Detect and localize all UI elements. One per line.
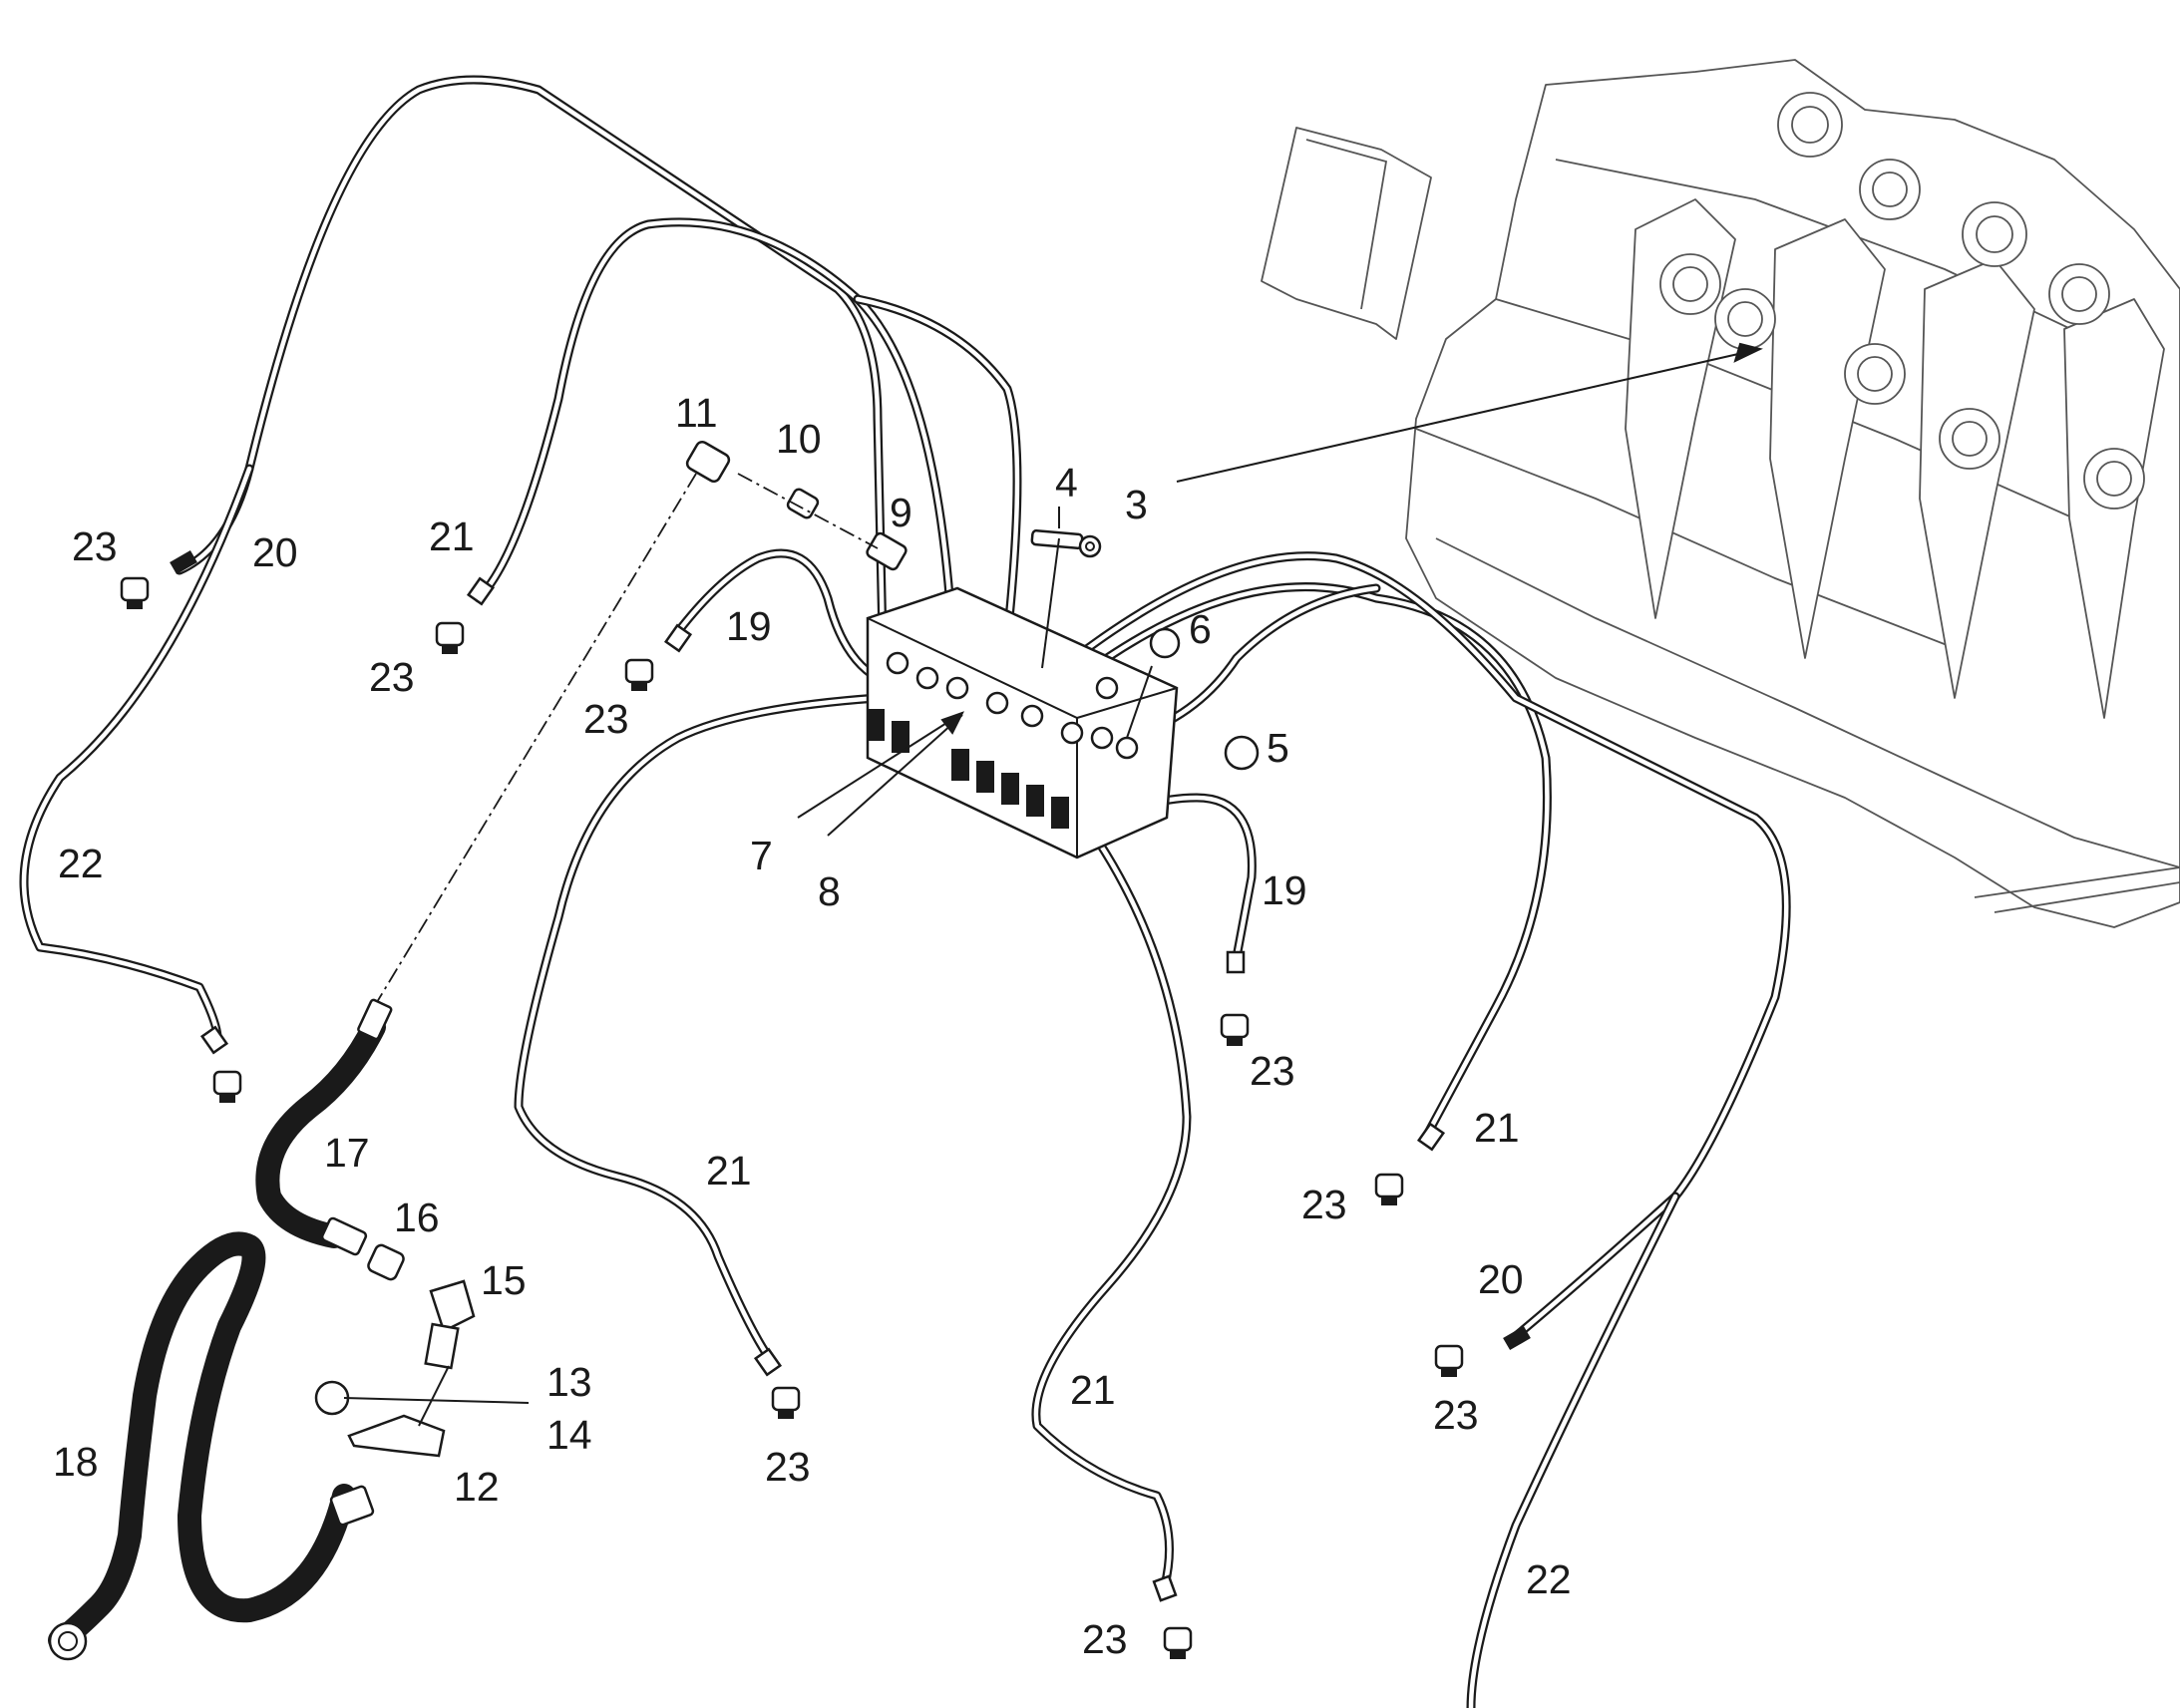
hose-18: [48, 1231, 356, 1652]
label-21-lower-center: 21: [1070, 1367, 1116, 1413]
leader-3: [1176, 348, 1761, 483]
grease-nipple-23f: [1374, 1173, 1404, 1205]
label-21-right: 21: [1474, 1105, 1520, 1151]
line-21-right: [1102, 582, 1552, 1142]
label-5: 5: [1267, 725, 1289, 771]
label-6: 6: [1189, 606, 1212, 652]
label-20-right: 20: [1478, 1256, 1524, 1302]
leader-8: [827, 714, 963, 837]
label-14: 14: [546, 1412, 592, 1458]
label-12: 12: [454, 1464, 500, 1510]
leader-4b: [1041, 537, 1060, 669]
grease-nipple-23h: [1434, 1344, 1464, 1377]
label-17: 17: [324, 1130, 370, 1176]
label-7: 7: [750, 833, 773, 878]
line-21-lower-left: [514, 693, 883, 1361]
label-22-left: 22: [58, 841, 104, 886]
label-23-right: 23: [1250, 1048, 1295, 1094]
line-19-left: [668, 548, 883, 683]
label-3: 3: [1125, 482, 1148, 527]
line-end-fittings: [170, 549, 1531, 1602]
label-22-right: 22: [1526, 1556, 1572, 1602]
label-4: 4: [1055, 460, 1078, 506]
bucket-sketch: [1261, 59, 2180, 928]
label-23-bottom: 23: [1082, 1616, 1128, 1662]
grease-nipple-23c: [624, 658, 654, 691]
label-15: 15: [481, 1257, 527, 1303]
line-21-lower-center: [1031, 793, 1192, 1590]
supply-hoses: [48, 998, 393, 1661]
grease-nipple-23a: [120, 576, 150, 609]
label-23-top-left: 23: [72, 523, 118, 569]
label-13: 13: [546, 1359, 592, 1405]
label-10: 10: [776, 416, 822, 462]
bolt-and-washer: [1030, 528, 1102, 558]
label-23-center: 23: [583, 696, 629, 742]
fittings-9-10-11: [373, 440, 908, 1008]
label-11: 11: [675, 390, 718, 436]
hose-17: [255, 1015, 386, 1248]
grease-nipple-23e: [1220, 1013, 1250, 1046]
label-8: 8: [818, 868, 841, 914]
grease-fittings: [120, 576, 1464, 1659]
label-20-left: 20: [252, 529, 298, 575]
label-23-bottom-right: 23: [1433, 1392, 1479, 1438]
label-23-bottom-left: 23: [765, 1444, 811, 1490]
plug-5: [1224, 735, 1260, 771]
label-9: 9: [890, 490, 912, 535]
label-21-lower-left: 21: [706, 1148, 752, 1194]
plug-6: [1149, 627, 1181, 659]
grease-nipple-23b: [435, 621, 465, 654]
label-23-mid-left: 23: [369, 654, 415, 700]
grease-nipple-23i: [1163, 1626, 1193, 1659]
label-19-left: 19: [726, 603, 772, 649]
label-21-top: 21: [429, 513, 475, 559]
distributor-block: [866, 586, 1179, 859]
fittings-12-16: [314, 1243, 530, 1458]
label-18: 18: [53, 1439, 99, 1485]
leader-7: [797, 712, 963, 819]
label-23-right-lower: 23: [1301, 1182, 1347, 1227]
grease-nipple-23g: [771, 1386, 801, 1419]
label-19-right: 19: [1262, 867, 1307, 913]
leader-6: [1126, 665, 1153, 739]
label-16: 16: [394, 1195, 440, 1240]
part-labels: 3 4 5 6 7 8 9 10 11 12 13 14 15 16 17 18…: [53, 390, 1572, 1662]
grease-nipple-23d: [212, 1070, 242, 1103]
